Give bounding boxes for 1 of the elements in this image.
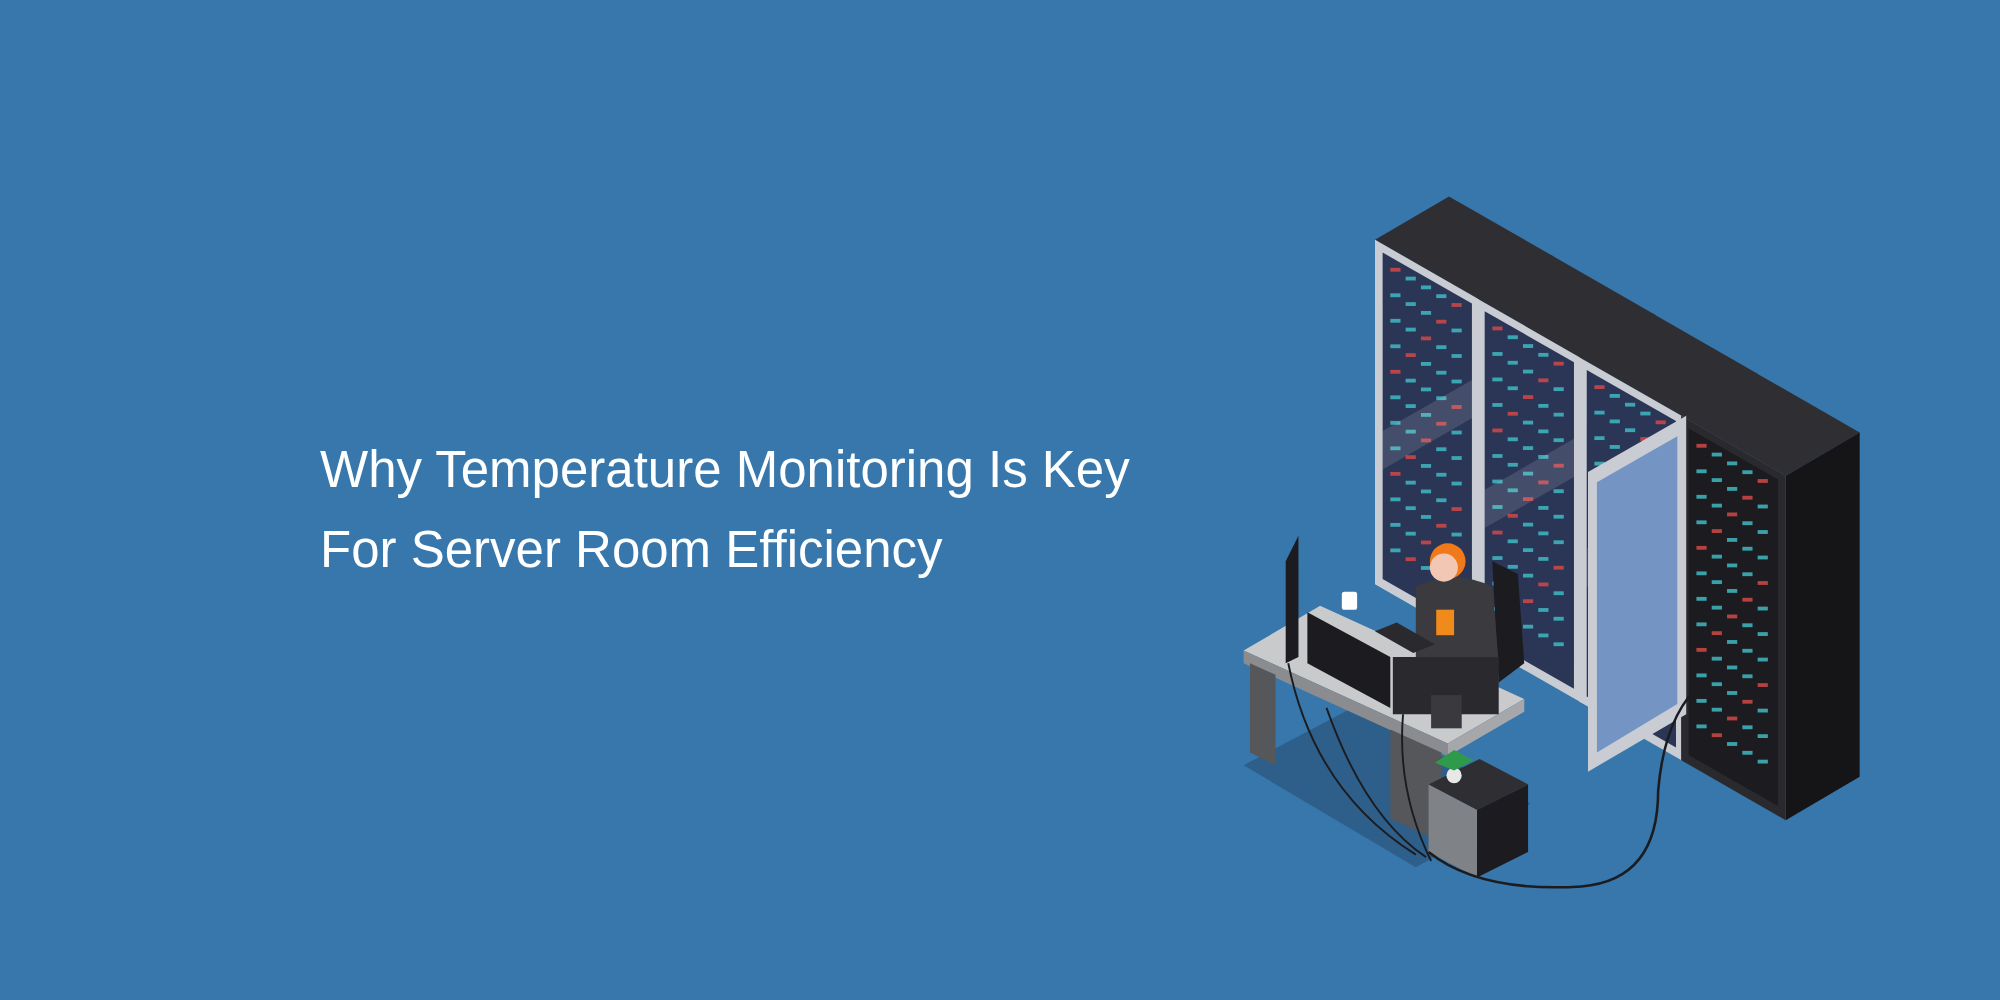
title: Why Temperature Monitoring Is Key For Server Room Efficiency <box>320 440 1131 580</box>
